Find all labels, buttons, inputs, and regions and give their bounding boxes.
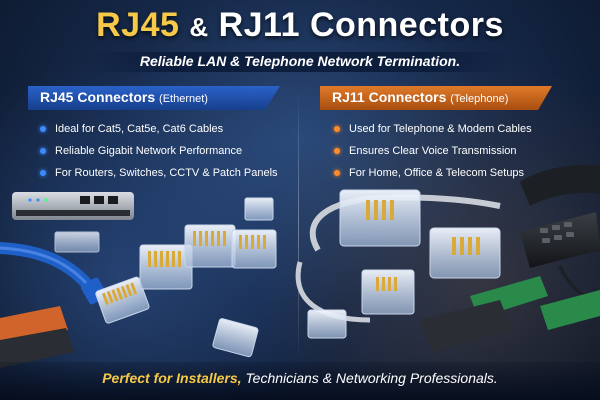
bullet-dot-icon <box>334 126 340 132</box>
ethernet-cable-icon <box>0 242 108 305</box>
footer-band <box>0 362 600 400</box>
crimping-tool-icon <box>0 306 74 368</box>
bullet-dot-icon <box>40 126 46 132</box>
list-item: Ideal for Cat5, Cat5e, Cat6 Cables <box>40 118 278 140</box>
footer-highlight: Perfect for Installers, <box>102 370 242 386</box>
bullet-dot-icon <box>334 170 340 176</box>
rj11-heading-banner: RJ11 Connectors (Telephone) <box>320 86 552 110</box>
footer-tagline: Perfect for Installers, Technicians & Ne… <box>0 370 600 386</box>
section-divider <box>298 90 299 360</box>
rj11-heading: RJ11 Connectors <box>332 89 447 105</box>
rj45-heading-sub: (Ethernet) <box>159 93 208 105</box>
crimping-tool-icon <box>420 276 600 352</box>
rj45-connector-icon <box>54 197 277 358</box>
subtitle-band <box>90 52 510 72</box>
list-item: Used for Telephone & Modem Cables <box>334 118 532 140</box>
rj45-heading: RJ45 Connectors <box>40 89 156 105</box>
telephone-cable-icon <box>295 261 371 323</box>
list-item: Reliable Gigabit Network Performance <box>40 140 278 162</box>
rj11-heading-sub: (Telephone) <box>450 93 509 105</box>
router-icon <box>12 192 134 220</box>
title-ampersand: & <box>189 12 209 42</box>
bullet-dot-icon <box>40 148 46 154</box>
title-rj11: RJ11 Connectors <box>218 6 504 44</box>
list-item: For Home, Office & Telecom Setups <box>334 162 532 184</box>
footer-rest: Technicians & Networking Professionals. <box>245 370 498 386</box>
subtitle: Reliable LAN & Telephone Network Termina… <box>139 53 461 69</box>
rj11-connector-icon <box>307 189 501 339</box>
rj11-feature-list: Used for Telephone & Modem Cables Ensure… <box>334 118 532 184</box>
bullet-dot-icon <box>40 170 46 176</box>
bullet-dot-icon <box>334 148 340 154</box>
rj45-feature-list: Ideal for Cat5, Cat5e, Cat6 Cables Relia… <box>40 118 278 184</box>
list-item: For Routers, Switches, CCTV & Patch Pane… <box>40 162 278 184</box>
rj45-heading-banner: RJ45 Connectors (Ethernet) <box>28 86 280 110</box>
list-item: Ensures Clear Voice Transmission <box>334 140 532 162</box>
page-title: RJ45 & RJ11 Connectors <box>0 6 600 45</box>
title-rj45: RJ45 <box>96 6 180 44</box>
telephone-icon <box>520 164 600 308</box>
